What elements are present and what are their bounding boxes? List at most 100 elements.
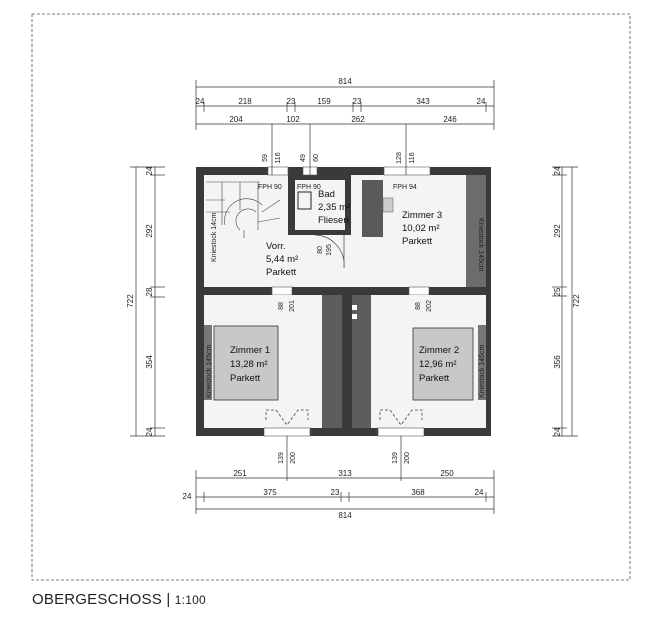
dimension-label: 59 [262, 154, 269, 162]
room-area: 5,44 m² [266, 254, 298, 265]
dimension-label: 24 [477, 97, 486, 106]
dimension-label: 251 [233, 469, 247, 478]
dimension-label: 139 [392, 452, 399, 464]
dimension-label: 24 [145, 427, 154, 436]
dimension-label: 292 [145, 224, 154, 238]
room-area: 13,28 m² [230, 359, 268, 370]
dimension-label: 201 [289, 300, 296, 312]
window[interactable] [263, 427, 311, 437]
dimension-label: 262 [351, 115, 365, 124]
room-floor: Parkett [266, 267, 296, 278]
dim-total-bottom: 814 [338, 511, 352, 520]
kniestock-label: Kniestock 145cm [206, 345, 213, 398]
dimension-label: 202 [426, 300, 433, 312]
staircase [206, 181, 281, 238]
room-name: Zimmer 2 [419, 345, 459, 356]
dimension-label: 218 [238, 97, 252, 106]
dimension-label: 313 [338, 469, 352, 478]
dimension-label: 375 [263, 488, 277, 497]
dimension-label: 49 [300, 154, 307, 162]
dimension-label: 23 [353, 97, 362, 106]
chimney-flue [382, 197, 394, 213]
room-area: 10,02 m² [402, 223, 440, 234]
chimney [362, 180, 383, 237]
dimension-label: 159 [317, 97, 331, 106]
central-wall-left [322, 295, 342, 428]
door-swing [379, 409, 423, 426]
dimension-label: 23 [287, 97, 296, 106]
window[interactable] [271, 286, 293, 296]
dimension-label: 246 [443, 115, 457, 124]
kniestock-label: Kniestock 145cm [479, 345, 486, 398]
plan-frame [31, 13, 631, 581]
zimmer2-headroom-area [412, 327, 474, 401]
dimension-label: 116 [409, 152, 416, 163]
kniestock-label: Kniestock 14cm [211, 212, 218, 262]
duct [352, 314, 357, 319]
fph-label: FPH 90 [258, 184, 282, 191]
dim-total-left: 722 [126, 294, 135, 308]
kniestock-strip-z2 [478, 325, 486, 400]
caption-separator: | [166, 591, 171, 608]
dimension-label: 24 [553, 427, 562, 436]
dimension-label: 80 [317, 246, 324, 254]
dimension-labels: 24 218 23 159 23 343 24 204 102 262 246 251 313 250 24… [145, 97, 562, 501]
dimension-label: 195 [326, 244, 333, 256]
dimension-label: 24 [475, 488, 484, 497]
dimension-label: 24 [196, 97, 205, 106]
window[interactable] [267, 166, 289, 176]
dimension-label: 24 [183, 492, 192, 501]
scale-label: 1:100 [174, 593, 206, 607]
room-name: Vorr. [266, 241, 286, 252]
kniestock-strip-right [466, 175, 486, 287]
dimension-label: 25 [553, 287, 562, 296]
room-floor: Parkett [419, 373, 449, 384]
plan-caption: OBERGESCHOSS | 1:100 [32, 591, 206, 608]
dimension-label: 368 [411, 488, 425, 497]
room-floor: Parkett [230, 373, 260, 384]
room-name: Zimmer 3 [402, 210, 442, 221]
dimension-label: 204 [229, 115, 243, 124]
fph-label: FPH 94 [393, 184, 417, 191]
dimension-label: 23 [331, 488, 340, 497]
dimension-label: 128 [396, 152, 403, 164]
dimension-label: 200 [290, 452, 297, 464]
dim-total-top: 814 [338, 77, 352, 86]
bad-room [295, 180, 345, 230]
dimension-label: 24 [553, 166, 562, 175]
dimension-label: 28 [145, 287, 154, 296]
dimension-label: 116 [275, 152, 282, 163]
door-swing [265, 409, 309, 426]
room-area: 2,35 m² [318, 202, 350, 213]
bad-door-swing [314, 234, 345, 269]
window[interactable] [383, 166, 431, 176]
building [196, 166, 491, 437]
kniestock-strip-z1 [204, 325, 212, 400]
dimension-label: 88 [278, 302, 285, 310]
dim-total-right: 722 [572, 294, 581, 308]
dimension-label: 250 [440, 469, 454, 478]
kniestock-label: Kniestock 145cm [477, 218, 484, 271]
room-floor: Parkett [402, 236, 432, 247]
room-name: Bad [318, 189, 335, 200]
window[interactable] [377, 427, 425, 437]
dimension-lines [130, 80, 578, 514]
dimension-label: 24 [145, 166, 154, 175]
dimension-label: 102 [286, 115, 300, 124]
dimension-label: 200 [404, 452, 411, 464]
fph-label: FPH 90 [297, 184, 321, 191]
dimension-label: 356 [553, 355, 562, 369]
dimension-label: 354 [145, 355, 154, 369]
dimension-label: 88 [415, 302, 422, 310]
central-wall-right [352, 295, 371, 428]
dimension-label: 60 [313, 154, 320, 162]
window[interactable] [408, 286, 430, 296]
dimension-label: 292 [553, 224, 562, 238]
toilet-icon [297, 191, 312, 210]
duct [352, 305, 357, 310]
dimension-label: 343 [416, 97, 430, 106]
zimmer1-headroom-area [213, 325, 279, 401]
dimension-label: 139 [278, 452, 285, 464]
